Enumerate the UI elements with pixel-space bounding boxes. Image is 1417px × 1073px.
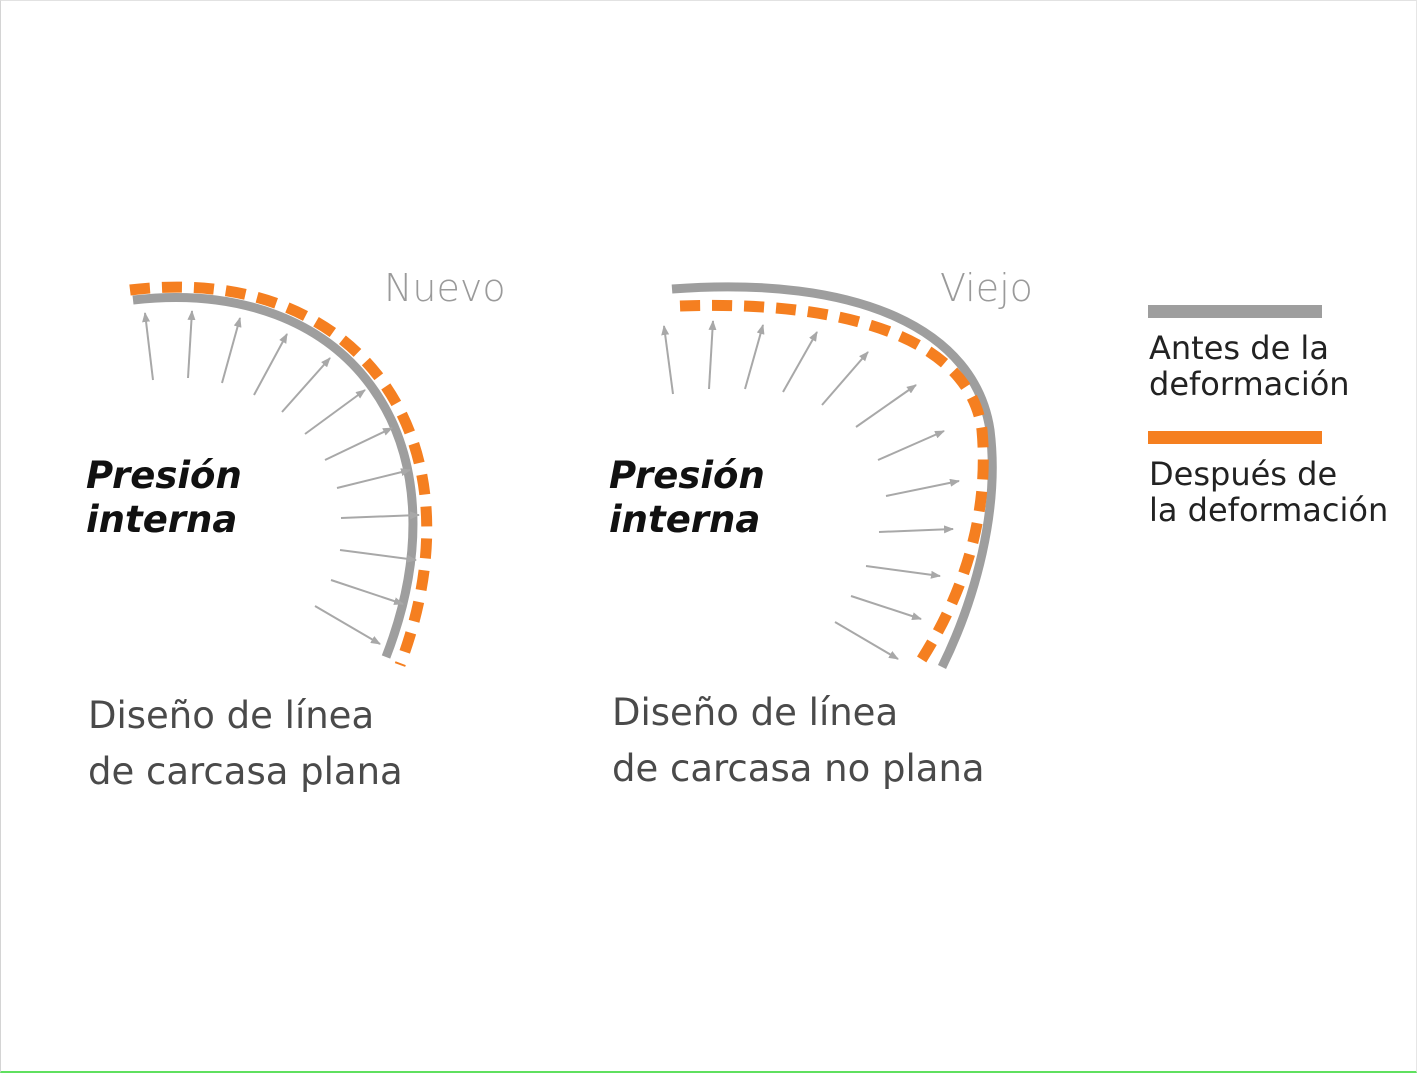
pressure-label-line1: Presión — [86, 454, 242, 497]
legend-label-after: Después de la deformación — [1149, 456, 1388, 528]
pressure-label-line2: interna — [86, 498, 238, 541]
legend-label-line2: la deformación — [1149, 491, 1389, 529]
legend-label-line1: Después de — [1149, 455, 1338, 493]
legend-label-before: Antes de la deformación — [1149, 330, 1350, 402]
after-deformation-line — [679, 299, 989, 665]
pressure-label-line1: Presión — [609, 454, 765, 497]
pressure-label-new: Presión interna — [86, 454, 242, 542]
panel-old-diagram — [661, 282, 997, 669]
pressure-arrows — [661, 320, 960, 660]
panel-new-diagram — [129, 281, 433, 667]
before-deformation-line — [671, 282, 997, 669]
caption-line2: de carcasa no plana — [612, 747, 985, 790]
pressure-label-old: Presión interna — [609, 454, 765, 542]
legend-label-line2: deformación — [1149, 365, 1350, 403]
caption-new: Diseño de línea de carcasa plana — [88, 688, 403, 800]
caption-old: Diseño de línea de carcasa no plana — [612, 685, 985, 797]
pressure-arrows — [142, 310, 420, 645]
before-deformation-line — [132, 293, 418, 659]
legend-swatch-after — [1148, 431, 1322, 444]
legend-swatch-before — [1148, 305, 1322, 318]
state-label-old: Viejo — [940, 266, 1033, 310]
caption-line2: de carcasa plana — [88, 750, 403, 793]
after-deformation-line — [129, 281, 433, 667]
caption-line1: Diseño de línea — [612, 691, 899, 734]
pressure-label-line2: interna — [609, 498, 761, 541]
state-label-new: Nuevo — [384, 266, 506, 310]
caption-line1: Diseño de línea — [88, 694, 375, 737]
legend-label-line1: Antes de la — [1149, 329, 1329, 367]
